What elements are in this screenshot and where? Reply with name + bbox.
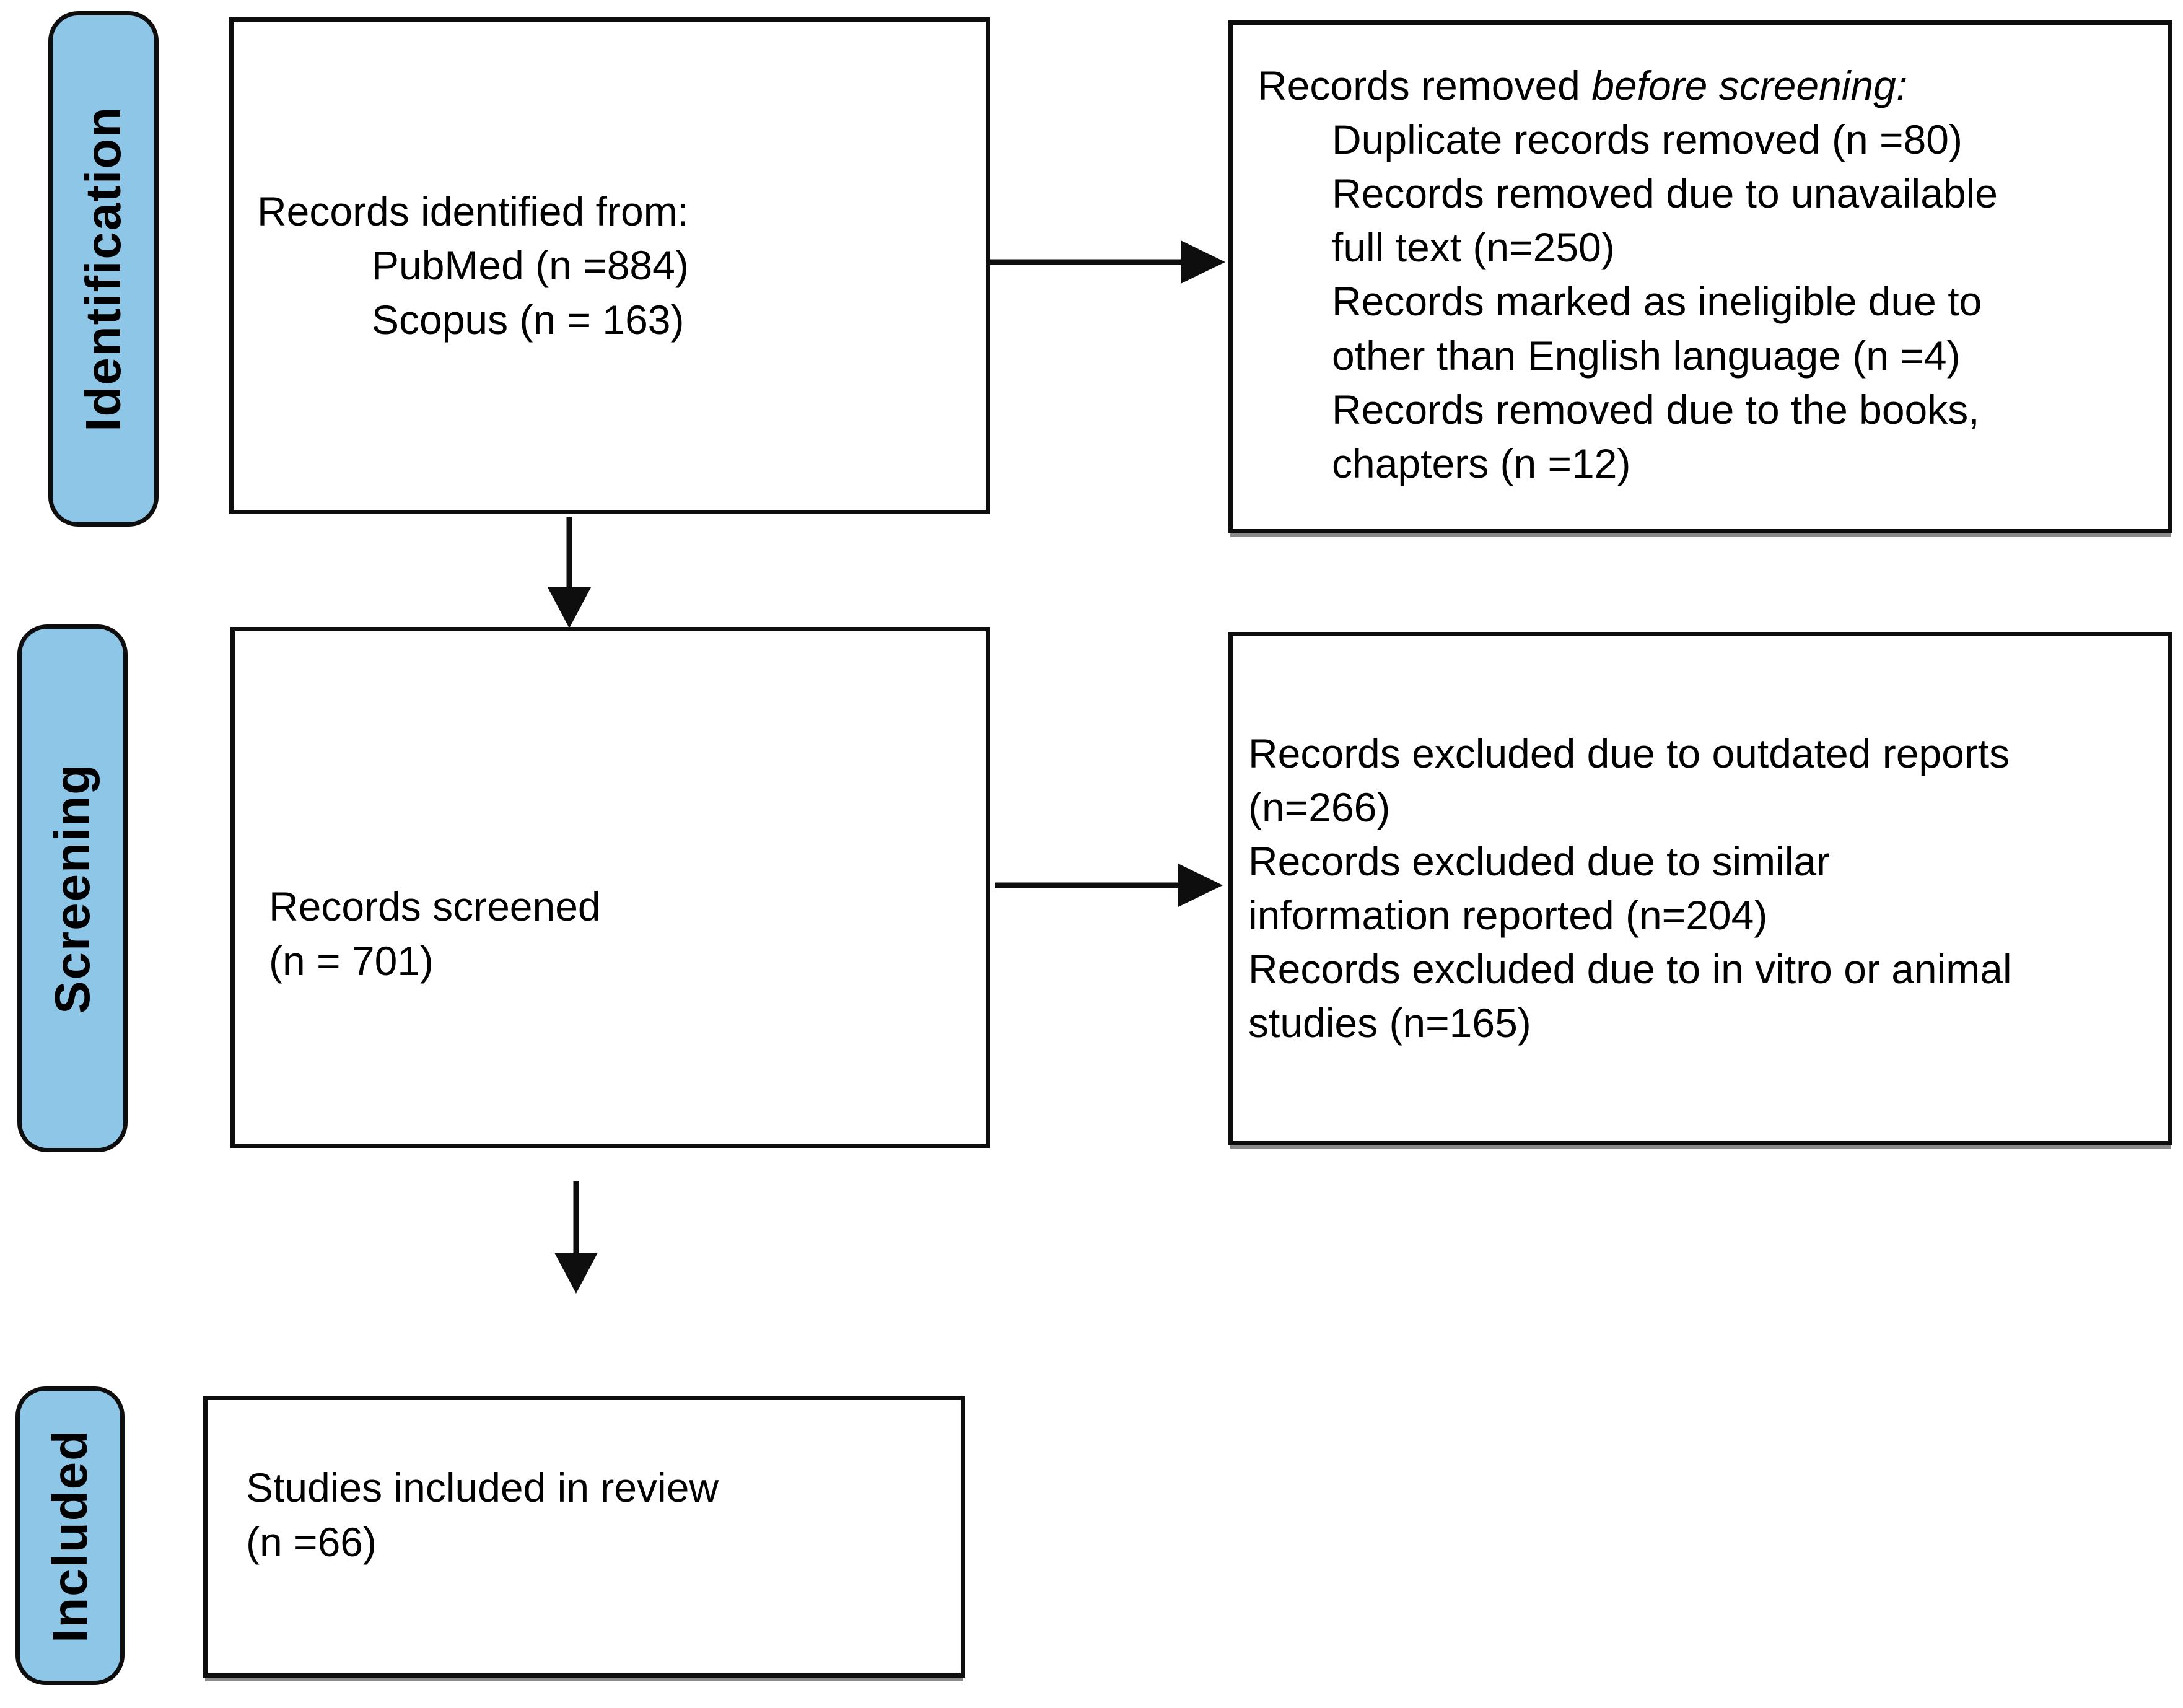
records-removed-reason-fulltext: Records removed due to unavailable full … bbox=[1332, 170, 1998, 271]
records-excluded-text: Records excluded due to outdated reports… bbox=[1248, 730, 2012, 1046]
arrow-identified-to-screened bbox=[548, 517, 591, 628]
box-records-screened: Records screened (n = 701) bbox=[230, 627, 990, 1148]
box-records-identified: Records identified from: PubMed (n =884)… bbox=[229, 17, 990, 514]
arrow-identified-to-removed-head bbox=[1181, 240, 1225, 284]
records-identified-title: Records identified from: bbox=[257, 188, 689, 235]
records-removed-title-prefix: Records removed bbox=[1258, 63, 1592, 108]
records-identified-source-scopus: Scopus (n = 163) bbox=[372, 296, 685, 343]
records-removed-title: Records removed before screening: bbox=[1258, 59, 2150, 113]
stage-pill-identification: Identification bbox=[48, 11, 159, 527]
stage-label-included: Included bbox=[42, 1429, 97, 1643]
box-records-removed: Records removed before screening: Duplic… bbox=[1228, 20, 2172, 533]
arrow-screened-to-included-head bbox=[554, 1253, 598, 1294]
stage-pill-included: Included bbox=[15, 1386, 125, 1685]
stage-pill-screening: Screening bbox=[17, 624, 128, 1152]
records-identified-source-pubmed: PubMed (n =884) bbox=[372, 242, 689, 289]
records-removed-reason-duplicates: Duplicate records removed (n =80) bbox=[1332, 116, 1962, 163]
arrow-screened-to-excluded-head bbox=[1178, 864, 1223, 907]
stage-label-identification: Identification bbox=[76, 106, 131, 432]
stage-label-screening: Screening bbox=[45, 763, 100, 1014]
records-screened-text: Records screened (n = 701) bbox=[269, 883, 601, 984]
box-records-excluded: Records excluded due to outdated reports… bbox=[1228, 632, 2172, 1145]
arrow-screened-to-excluded bbox=[995, 864, 1223, 907]
arrow-screened-to-included bbox=[554, 1181, 598, 1294]
studies-included-text: Studies included in review (n =66) bbox=[246, 1465, 719, 1565]
box-studies-included: Studies included in review (n =66) bbox=[203, 1396, 965, 1678]
records-removed-title-italic: before screening: bbox=[1591, 63, 1908, 108]
records-removed-reason-books: Records removed due to the books, chapte… bbox=[1332, 386, 1980, 486]
arrow-identified-to-screened-head bbox=[548, 587, 591, 628]
records-removed-reason-language: Records marked as ineligible due to othe… bbox=[1332, 278, 1982, 379]
arrow-identified-to-removed bbox=[990, 240, 1225, 284]
